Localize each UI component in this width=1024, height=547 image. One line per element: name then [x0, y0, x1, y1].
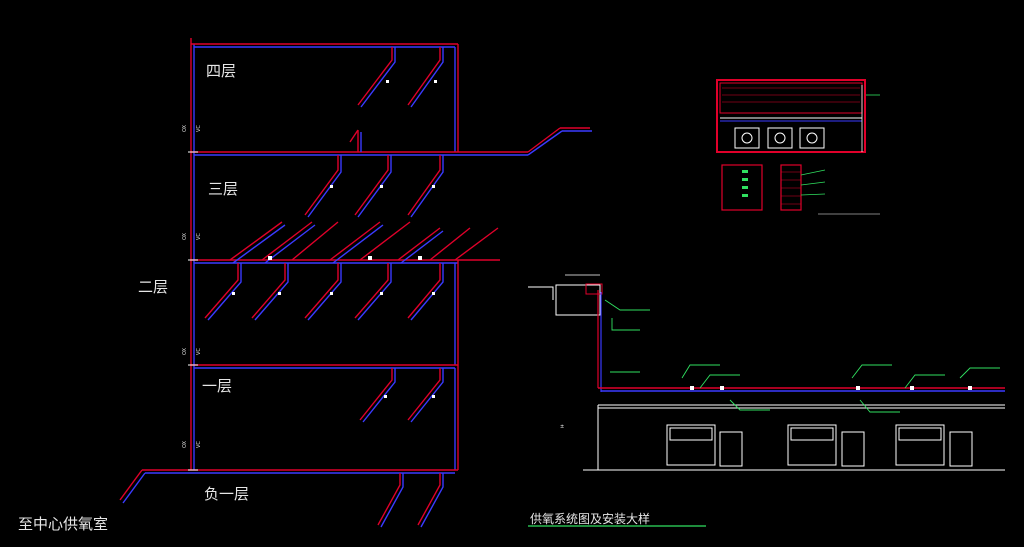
system-drawing-title: 供氧系统图及安装大样: [530, 512, 651, 526]
svg-text:VC: VC: [196, 348, 202, 355]
svg-text:OX: OX: [182, 347, 188, 355]
svg-text:±: ±: [560, 424, 564, 430]
svg-text:VC: VC: [196, 125, 202, 132]
equipment-panel-detail: [716, 79, 880, 215]
floor-label-1: 一层: [202, 377, 233, 395]
floor-label-3: 三层: [208, 180, 239, 198]
svg-text:OX: OX: [182, 440, 188, 448]
svg-text:OX: OX: [182, 232, 188, 240]
svg-text:OX: OX: [182, 124, 188, 132]
svg-text:VC: VC: [196, 233, 202, 240]
floor-label-4: 四层: [206, 62, 237, 80]
floor-label-b1: 负一层: [204, 485, 250, 503]
floor-label-2: 二层: [138, 278, 169, 296]
svg-text:VC: VC: [196, 441, 202, 448]
installation-elevation: ±: [528, 274, 1005, 471]
label-to-center-oxygen-room: 至中心供氧室: [18, 515, 109, 533]
